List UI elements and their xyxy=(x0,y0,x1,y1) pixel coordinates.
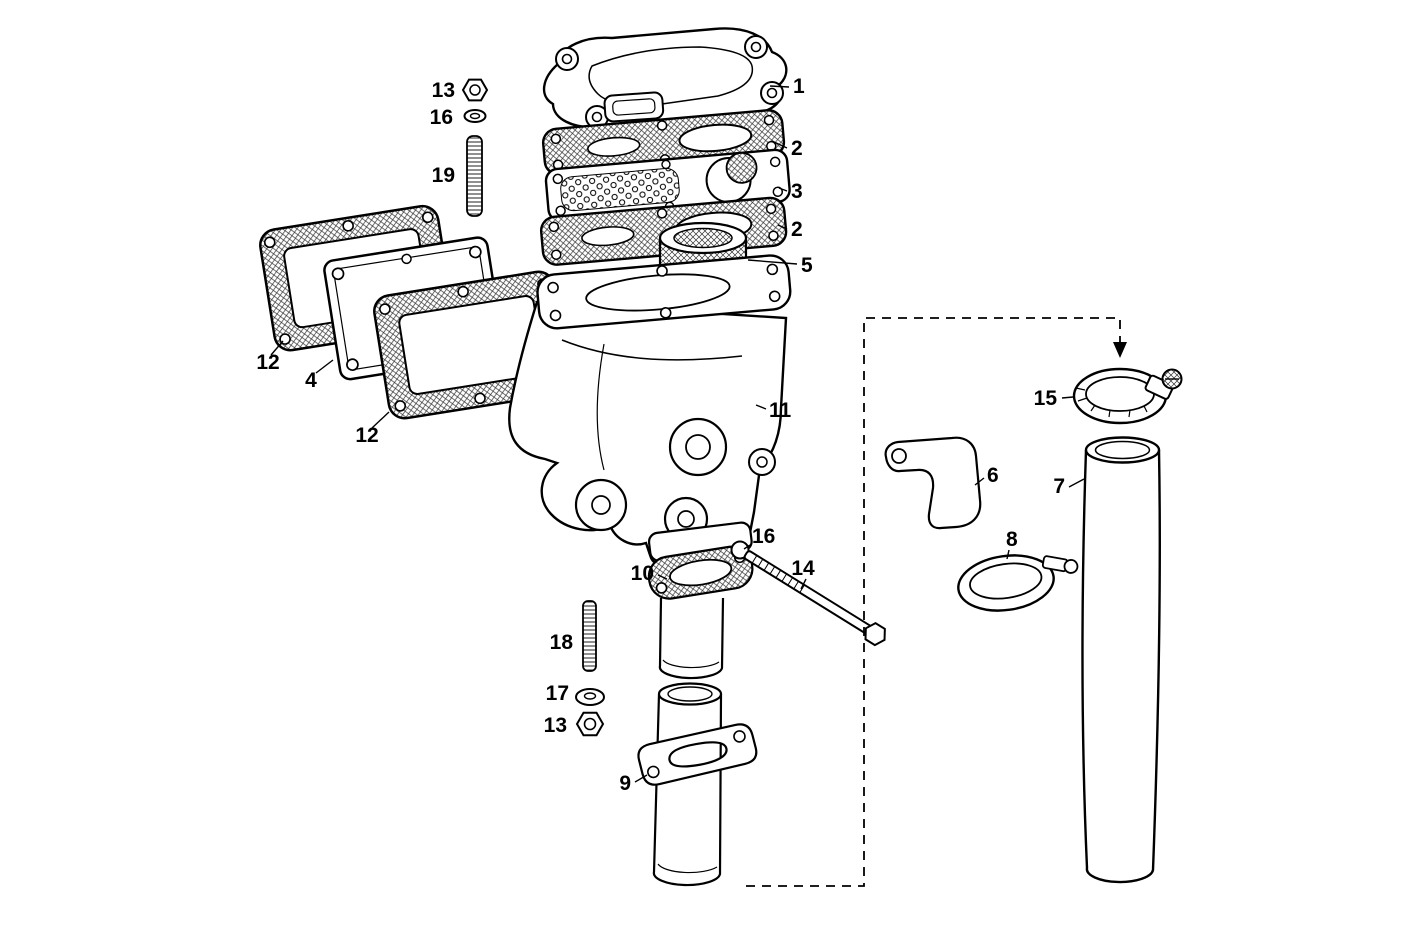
part-13-nut-lower xyxy=(575,711,605,737)
reference-dashed-outline xyxy=(746,317,1127,887)
callout-3-plate: 3 xyxy=(791,180,803,203)
callout-16-ball: 16 xyxy=(752,525,775,548)
callout-15-clamp: 15 xyxy=(1034,387,1058,410)
part-16-ball xyxy=(730,540,750,560)
part-6-bracket xyxy=(884,436,982,530)
part-10-flange-gasket xyxy=(647,545,754,600)
callout-2-gasket-upper: 2 xyxy=(791,137,803,160)
part-7-hose xyxy=(1081,436,1161,884)
callout-16-washer-top: 16 xyxy=(430,106,453,129)
callout-10-flange-gasket: 10 xyxy=(631,562,654,585)
part-13-nut-upper xyxy=(461,78,489,102)
callout-12-gasket-rear: 12 xyxy=(256,351,279,374)
callout-14-bolt: 14 xyxy=(791,557,815,580)
part-18-stud xyxy=(582,600,597,672)
callout-9-pipe: 9 xyxy=(619,772,631,795)
callout-5-element: 5 xyxy=(801,254,813,277)
part-14-bolt xyxy=(743,550,886,647)
callout-8-collar-clamp: 8 xyxy=(1006,528,1018,551)
part-17-washer xyxy=(575,688,605,706)
artwork-root: 13 16 19 1 2 3 2 5 12 4 12 11 15 6 7 8 1… xyxy=(256,27,1183,887)
callout-18-stud: 18 xyxy=(550,631,574,654)
part-19-stud xyxy=(466,135,483,217)
callout-labels: 13 16 19 1 2 3 2 5 12 4 12 11 15 6 7 8 1… xyxy=(256,75,1065,795)
callout-2-gasket-lower: 2 xyxy=(791,218,803,241)
callout-12-gasket-front: 12 xyxy=(355,424,378,447)
callout-11-housing: 11 xyxy=(769,399,792,422)
callout-19-stud: 19 xyxy=(432,164,455,187)
callout-13-nut-top: 13 xyxy=(432,79,455,102)
part-15-hose-clamp xyxy=(1072,367,1183,425)
callout-7-hose: 7 xyxy=(1053,475,1065,498)
callout-6-bracket: 6 xyxy=(987,464,999,487)
leader-lines xyxy=(270,85,1085,783)
part-9-pipe-lower xyxy=(637,682,758,887)
part-1-cover xyxy=(543,27,788,131)
callout-4-plate-left: 4 xyxy=(305,369,317,392)
callout-17-washer: 17 xyxy=(546,682,569,705)
part-16-washer-upper xyxy=(463,109,487,123)
part-11-housing xyxy=(508,254,792,570)
part-9-pipe-upper xyxy=(658,597,725,680)
callout-1-cover: 1 xyxy=(793,75,805,98)
callout-13-nut-bottom: 13 xyxy=(544,714,567,737)
part-8-collar-clamp xyxy=(957,554,1079,612)
